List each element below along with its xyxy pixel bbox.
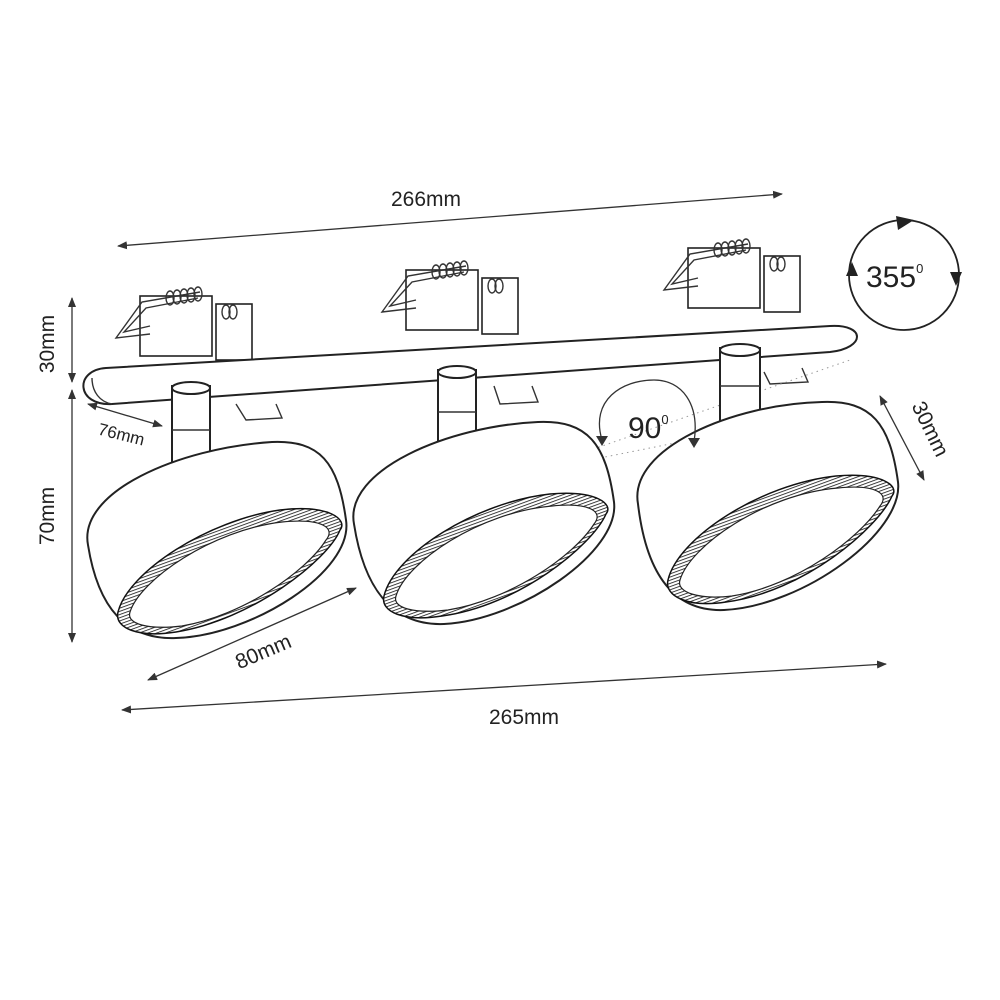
mount-height-label: 30mm [36, 315, 59, 373]
spring-clip-middle [381, 260, 519, 335]
rotation-angle-label: 3550 [866, 261, 923, 294]
base-tab-middle [493, 385, 539, 405]
lamp-thickness-label: 30mm [907, 398, 953, 461]
dimension-line-bottom-length [121, 660, 887, 714]
bottom-length-label: 265mm [489, 706, 559, 729]
lamp-diameter-label: 80mm [232, 630, 295, 674]
dimension-line-top-length [117, 190, 783, 250]
lamp-head-middle [352, 420, 616, 626]
top-length-label: 266mm [391, 188, 461, 211]
dimension-line-lamp-thickness [879, 395, 925, 481]
spring-clip-left [115, 286, 253, 361]
lamp-head-right [636, 400, 900, 612]
spring-clip-right [663, 238, 801, 313]
tilt-arrow-icon [596, 379, 700, 448]
base-tab-left [235, 403, 284, 421]
lamp-head-left [86, 440, 348, 640]
base-tab-right [763, 367, 810, 385]
tilt-angle-label: 900 [628, 412, 669, 445]
dimension-line-base-depth [87, 402, 163, 428]
body-height-label: 70mm [36, 487, 59, 545]
rotation-circle-icon [846, 216, 962, 331]
dimension-line-lamp-diameter [147, 587, 357, 681]
base-depth-label: 76mm [96, 420, 146, 450]
